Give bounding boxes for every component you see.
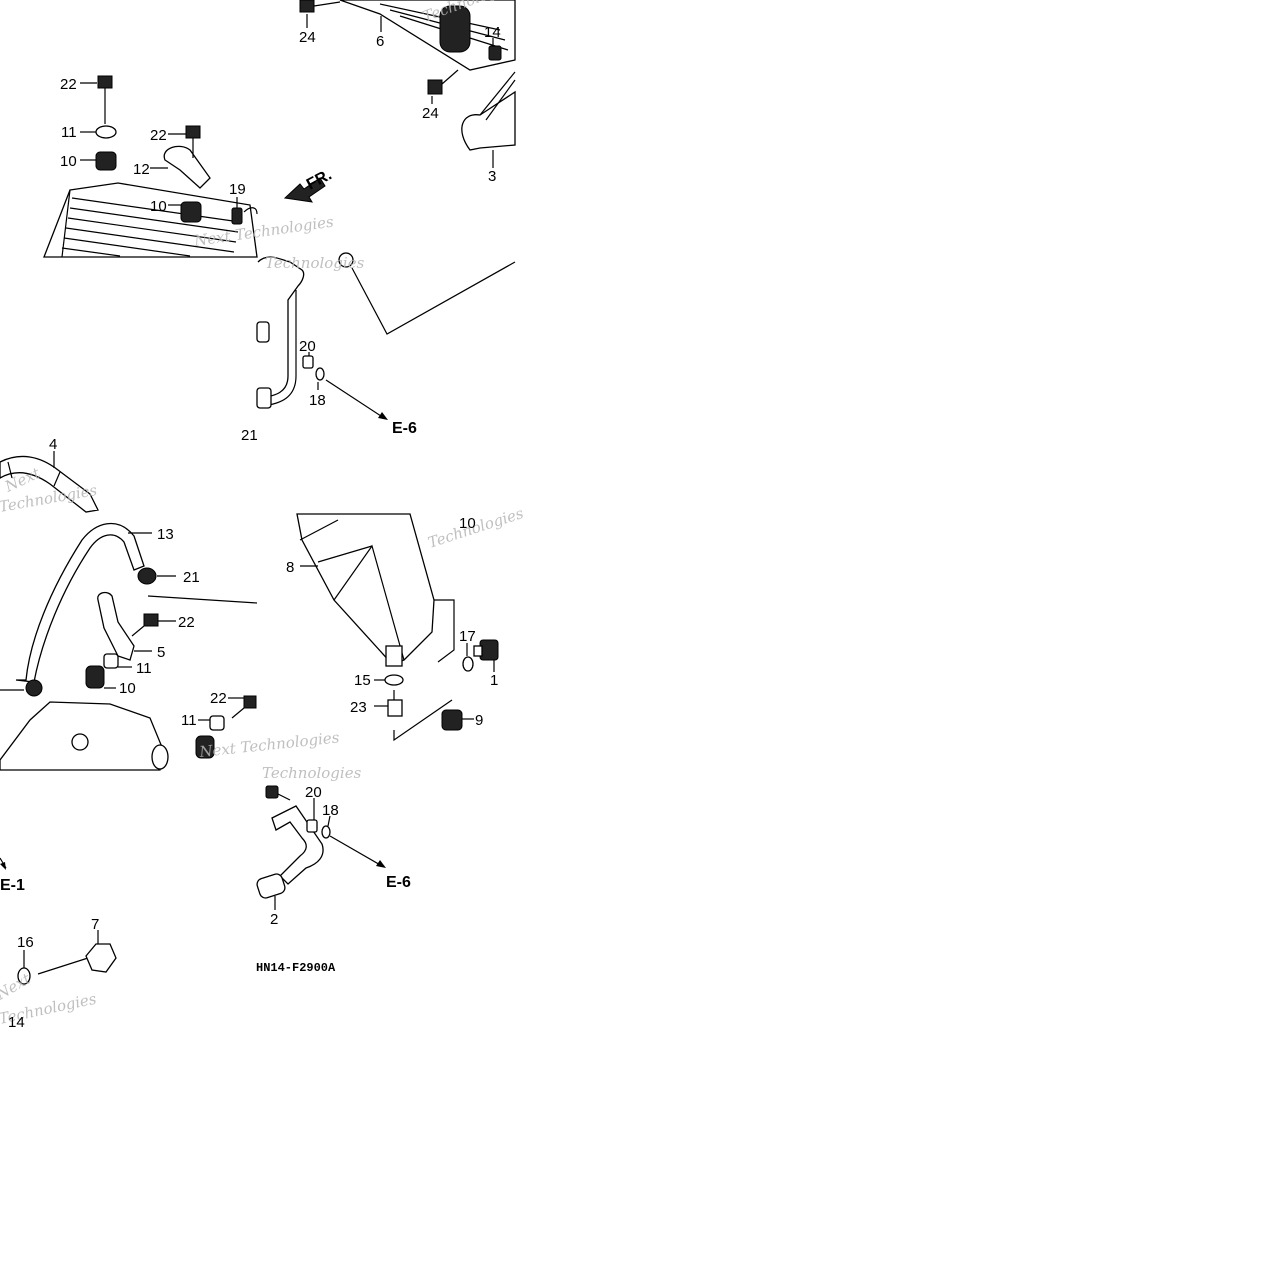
callout-20: 20 <box>299 338 316 355</box>
grommet-10-right <box>195 735 215 759</box>
tile-oil-pipe-upper: Technologies 20 18 21 E-6 <box>241 252 516 444</box>
dipstick-7 <box>37 930 117 975</box>
callout-21: 21 <box>241 427 258 444</box>
washer-17 <box>462 656 474 672</box>
callout-21: 21 <box>183 569 200 586</box>
reference-e6-lower: E-6 <box>386 874 411 891</box>
bracket-12 <box>163 145 211 189</box>
callout-22: 22 <box>178 614 195 631</box>
tile-oil-tank-8: Technologies 10 8 17 1 15 23 9 <box>286 504 526 742</box>
watermark-text: Technologies <box>265 254 365 272</box>
callout-22: 22 <box>150 127 167 144</box>
drawing-code: HN14-F2900A <box>256 961 336 975</box>
callout-4: 4 <box>49 436 57 453</box>
bolt-14 <box>488 45 502 61</box>
banjo-bolt-top <box>338 252 354 268</box>
grommet-10-tank <box>85 665 105 689</box>
callout-24: 24 <box>299 29 316 46</box>
callout-10: 10 <box>60 153 77 170</box>
reference-e1: E-1 <box>0 877 25 894</box>
oil-cooler-core <box>43 182 258 258</box>
bolt-22-second <box>185 125 201 158</box>
hose-13 <box>15 522 145 683</box>
callout-23: 23 <box>350 699 367 716</box>
callout-8: 8 <box>286 559 294 576</box>
clamp-left <box>25 679 43 697</box>
callout-18: 18 <box>309 392 326 409</box>
bolt-24-lower <box>427 69 459 95</box>
callout-3: 3 <box>488 168 496 185</box>
callout-14: 14 <box>8 1014 25 1031</box>
bolt-23 <box>387 690 403 717</box>
arrow-e6-head <box>378 412 388 420</box>
callout-18: 18 <box>322 802 339 819</box>
callout-2: 2 <box>270 911 278 928</box>
clamp-21 <box>137 567 157 585</box>
callout-9: 9 <box>475 712 483 729</box>
drain-bolt-1 <box>473 639 499 661</box>
callout-11: 11 <box>136 660 152 677</box>
bolt-24-top <box>299 0 341 13</box>
collar-11-tank <box>103 653 119 669</box>
callout-13: 13 <box>157 526 174 543</box>
callout-11: 11 <box>181 712 197 729</box>
o-ring-18-lower <box>321 825 331 839</box>
callout-14: 14 <box>484 24 501 41</box>
washer-15 <box>384 674 404 686</box>
dowel-pin-20 <box>302 355 314 369</box>
hose-3 <box>461 71 516 151</box>
callout-5: 5 <box>157 644 165 661</box>
callout-22: 22 <box>210 690 227 707</box>
callout-20: 20 <box>305 784 322 801</box>
callout-6: 6 <box>376 33 384 50</box>
callout-19: 19 <box>229 181 246 198</box>
bolt-22-tank <box>131 613 159 637</box>
callout-16: 16 <box>17 934 34 951</box>
collar-11-right <box>209 715 225 731</box>
grommet-10-second <box>180 201 202 223</box>
callout-15: 15 <box>354 672 371 689</box>
callout-10: 10 <box>119 680 136 697</box>
grommet-10-left <box>95 151 117 171</box>
tile-oil-pipe-lower: Technologies 20 18 2 E-6 HN14-F2900A <box>256 764 411 975</box>
reference-e6-upper: E-6 <box>392 420 417 437</box>
callout-24: 24 <box>422 105 439 122</box>
bolt-22-right <box>231 695 257 719</box>
watermark-text: Technologies <box>262 764 362 782</box>
callout-11: 11 <box>61 124 77 141</box>
bracket-5 <box>97 591 135 661</box>
bolt-pipe-lower <box>265 785 279 799</box>
callout-1: 1 <box>490 672 498 689</box>
callout-17: 17 <box>459 628 476 645</box>
tile-oil-cooler: Next Technologies Technologies 22 11 10 … <box>43 0 520 258</box>
dowel-pin-20-lower <box>306 819 318 833</box>
nut-9 <box>441 709 463 731</box>
callout-10: 10 <box>459 515 476 532</box>
collar-11-top <box>95 125 117 139</box>
callout-10: 10 <box>150 198 167 215</box>
callout-22: 22 <box>60 76 77 93</box>
arrow-e6-head-lower <box>376 860 386 868</box>
callout-7: 7 <box>91 916 99 933</box>
o-ring-18 <box>315 367 325 381</box>
front-direction-arrow <box>283 177 326 203</box>
oil-cooler-6 <box>339 0 516 71</box>
bolt-22-top <box>97 75 113 124</box>
callout-12: 12 <box>133 161 150 178</box>
